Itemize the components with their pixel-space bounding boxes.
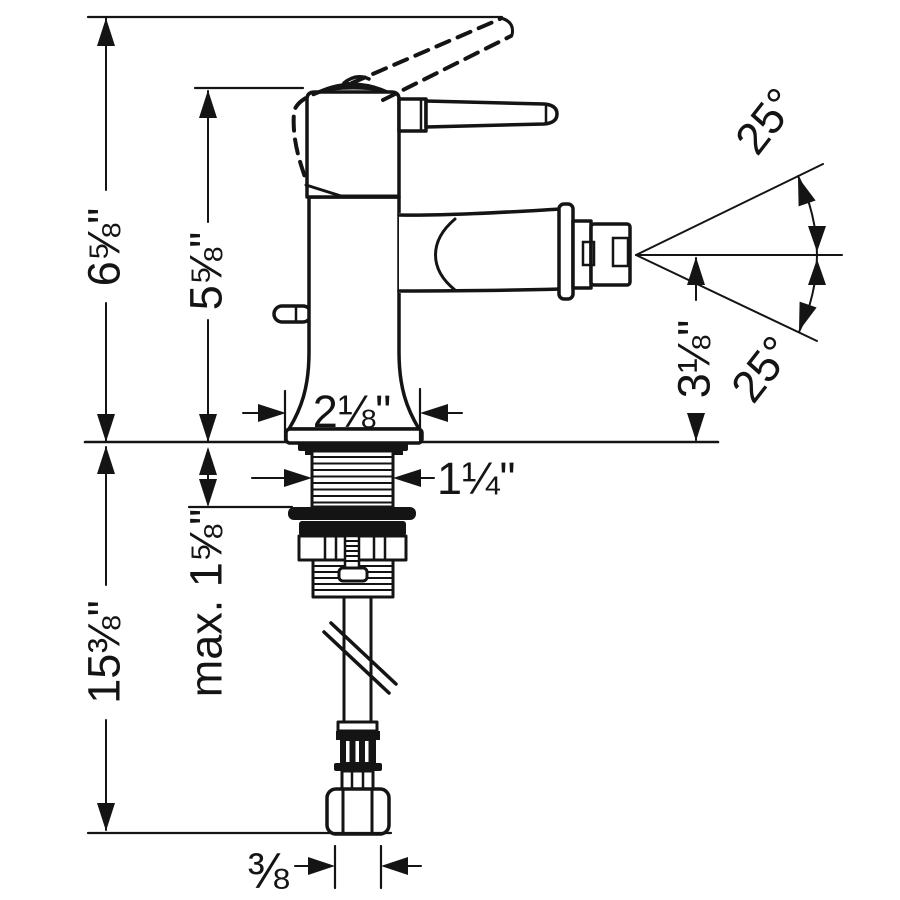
cap-dome: [311, 82, 395, 94]
dim-overall-height-label: 6⅝": [79, 208, 130, 287]
dim-max-deck-thickness: [199, 447, 217, 507]
dim-supply-connection: [294, 857, 422, 875]
threaded-shank: [310, 449, 395, 509]
spray-angle-annotation: [635, 163, 843, 342]
dim-shank-diameter: [251, 469, 435, 487]
spray-upper-ray: [635, 163, 824, 256]
dim-max-deck-thickness-label: max. 1⅝": [181, 509, 232, 698]
dim-shank-diameter-label: 1¼": [437, 453, 516, 504]
spray-angle-down-label: 25°: [721, 326, 803, 411]
spout: [397, 202, 632, 301]
dim-spout-height-label: 3⅛": [669, 320, 720, 399]
dim-below-deck: [97, 446, 115, 831]
hose-end-fitting: [325, 720, 391, 836]
lever-handle: [397, 97, 559, 133]
dimension-annotations: 6⅝" 5⅝" 15⅜" max. 1⅝" 3⅛" 2⅛" 1¼" ⅜ 25° …: [79, 15, 843, 899]
aerator-notch: [611, 236, 630, 268]
aerator-notch: [581, 240, 596, 267]
dim-base-width: [242, 404, 463, 422]
spout-end-flange: [557, 202, 575, 301]
spray-angle-up-label: 25°: [725, 78, 807, 163]
spray-lower-ray: [635, 254, 818, 342]
dim-overall-height: [97, 17, 115, 442]
head-seam: [304, 183, 400, 198]
dim-handle-height: [199, 90, 217, 442]
break-symbol-line: [329, 621, 398, 686]
dim-supply-connection-label: ⅜: [247, 843, 289, 899]
aerator-barrel: [589, 222, 632, 287]
supply-tube: [322, 595, 398, 724]
spout-body-fillet: [434, 217, 457, 292]
hex-connector-nut: [325, 787, 391, 836]
mounting-washer: [288, 507, 416, 520]
dim-spout-height: [687, 257, 705, 441]
dim-below-deck-label: 15⅜": [79, 600, 130, 704]
dim-base-width-label: 2⅛": [313, 386, 392, 437]
fixing-stud: [337, 534, 369, 583]
break-symbol-line: [322, 630, 391, 695]
pop-up-rod-knob: [272, 304, 313, 324]
dim-handle-height-label: 5⅝": [181, 232, 232, 311]
gasket-foot-right: [392, 449, 403, 455]
faucet-body: [272, 16, 632, 445]
raised-handle-dashed-outline: [291, 16, 514, 182]
below-deck-hardware: [288, 442, 416, 836]
